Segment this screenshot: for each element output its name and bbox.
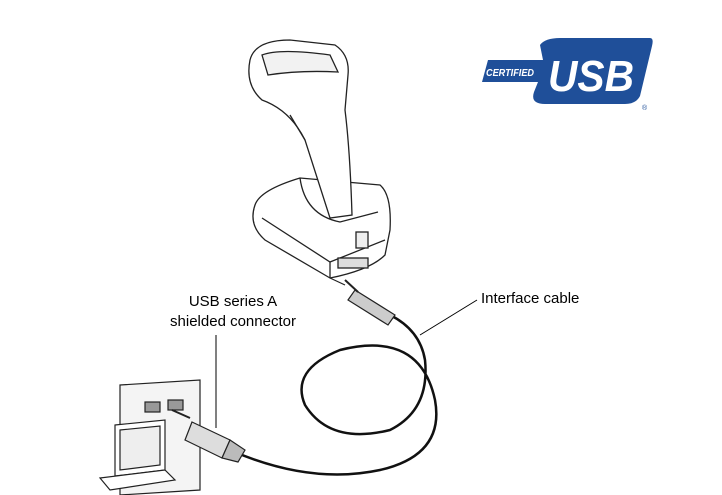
cradle-cable-connector	[329, 277, 396, 326]
usb-connector-label-line1: USB series A	[188, 293, 278, 310]
barcode-scanner	[248, 39, 353, 219]
usb-a-connector	[171, 409, 246, 463]
host-computer	[98, 379, 201, 495]
logo-usb-text: USB	[548, 52, 634, 101]
interface-cable-label: Interface cable	[481, 290, 580, 307]
logo-certified-text: CERTIFIED	[486, 68, 534, 79]
logo-registered-mark: ®	[642, 104, 648, 112]
usb-connector-label: USB series A shielded connector	[158, 292, 308, 332]
cable-leader-line	[419, 299, 478, 336]
scanner-cradle	[252, 177, 391, 279]
usb-connector-label-line2: shielded connector	[170, 313, 296, 330]
interface-cable	[229, 313, 438, 476]
certified-usb-logo: CERTIFIED USB ®	[482, 38, 653, 112]
